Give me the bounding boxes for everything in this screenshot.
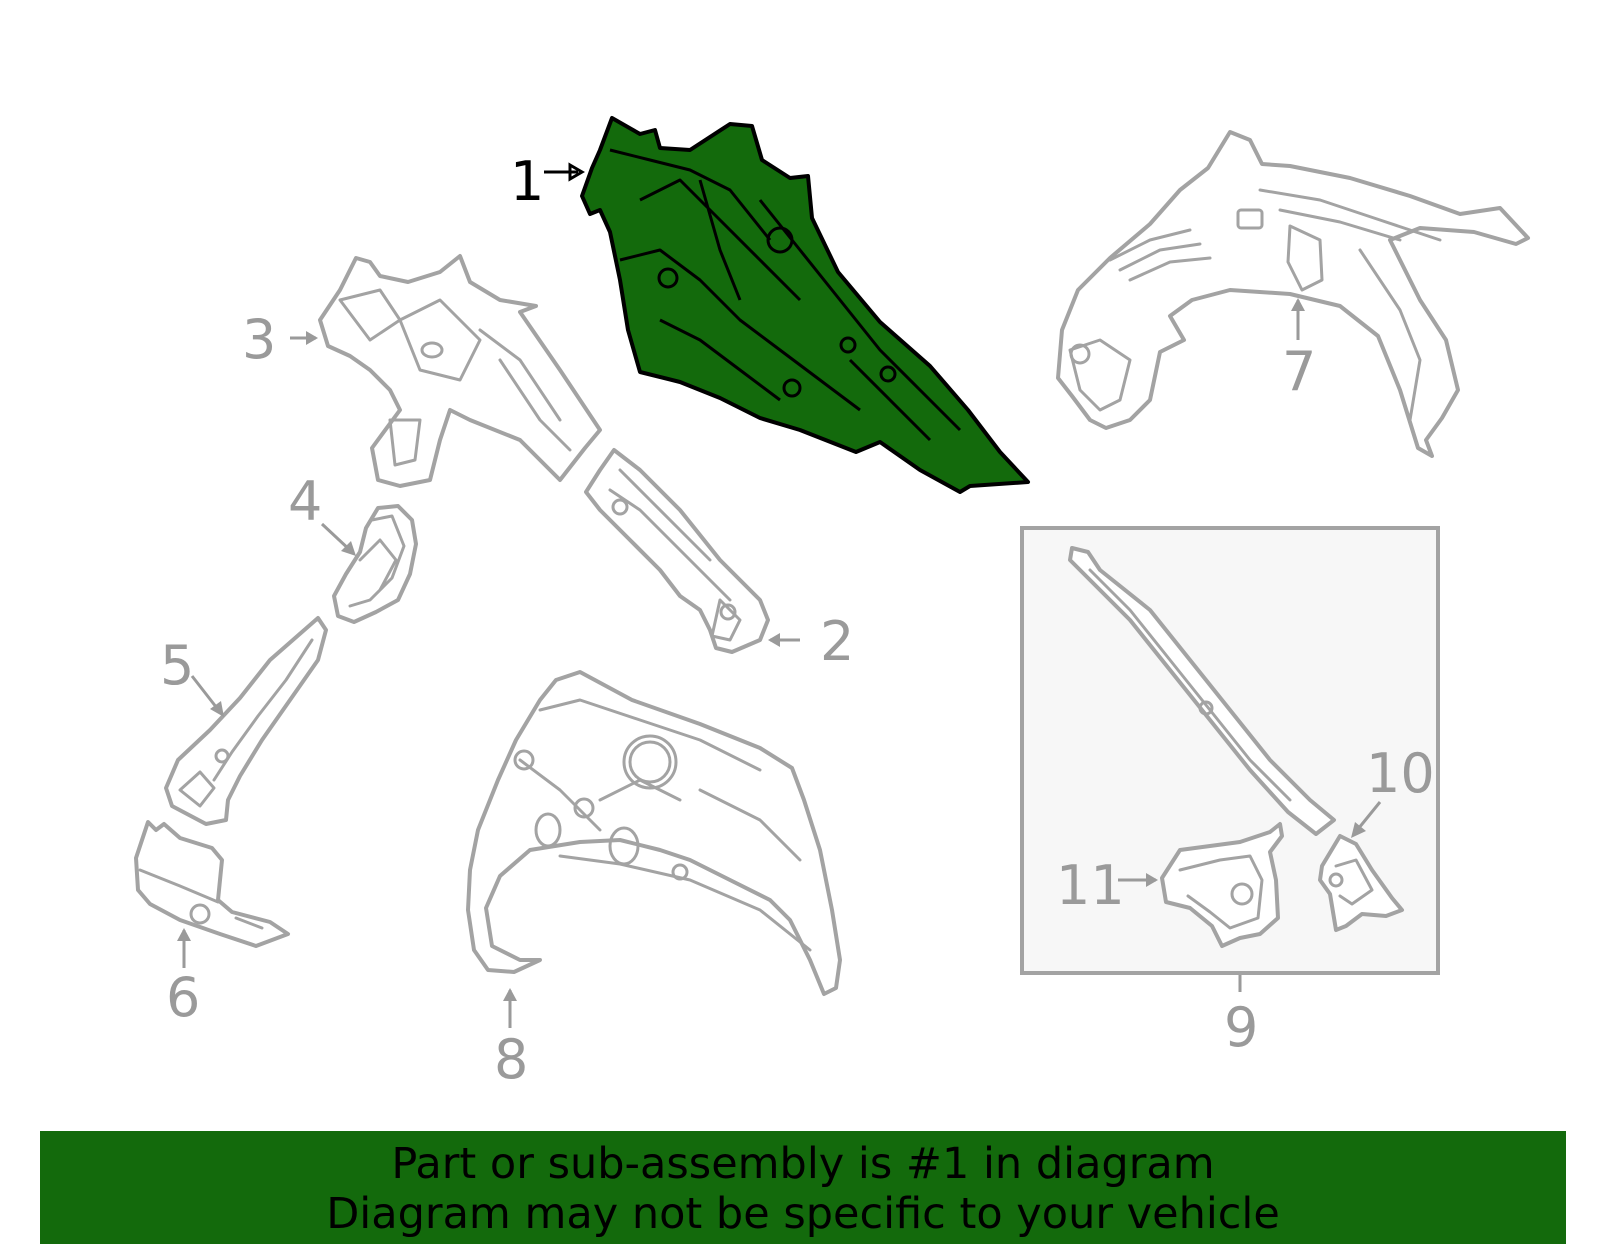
leader-lines xyxy=(177,162,1382,1028)
callout-7[interactable]: 7 xyxy=(1282,340,1316,403)
callout-2[interactable]: 2 xyxy=(820,610,854,673)
callout-8[interactable]: 8 xyxy=(494,1028,528,1091)
group-box-9[interactable] xyxy=(1020,526,1440,975)
callout-11[interactable]: 11 xyxy=(1056,854,1125,917)
part-6[interactable] xyxy=(134,820,290,948)
part-3[interactable] xyxy=(318,254,602,488)
part-1-highlighted[interactable] xyxy=(580,116,1030,494)
callout-3[interactable]: 3 xyxy=(242,308,276,371)
part-5[interactable] xyxy=(164,616,328,826)
callout-1[interactable]: 1 xyxy=(510,150,544,213)
callout-4[interactable]: 4 xyxy=(288,470,322,533)
part-2[interactable] xyxy=(584,448,770,654)
part-7[interactable] xyxy=(1056,130,1530,458)
part-8[interactable] xyxy=(466,670,842,996)
banner-line-2: Diagram may not be specific to your vehi… xyxy=(326,1189,1280,1239)
part-4[interactable] xyxy=(332,504,418,624)
callout-10[interactable]: 10 xyxy=(1366,742,1435,805)
callout-6[interactable]: 6 xyxy=(166,966,200,1029)
callout-9[interactable]: 9 xyxy=(1224,996,1258,1059)
callout-5[interactable]: 5 xyxy=(160,634,194,697)
notice-banner: Part or sub-assembly is #1 in diagram Di… xyxy=(40,1131,1566,1244)
banner-line-1: Part or sub-assembly is #1 in diagram xyxy=(391,1139,1215,1189)
